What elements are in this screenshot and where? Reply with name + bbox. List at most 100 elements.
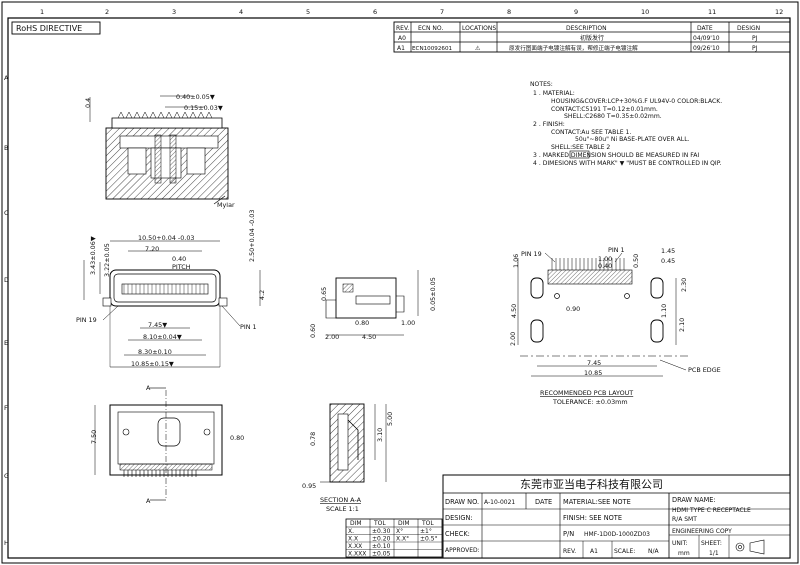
pitch-label: PITCH bbox=[172, 263, 191, 271]
index-7: 7 bbox=[440, 8, 444, 16]
dim-2.50: 2.50+0.04 -0.03 bbox=[248, 210, 256, 262]
marked-dimension-symbol bbox=[569, 150, 590, 159]
tol-r4-c2: ±0.05 bbox=[372, 551, 391, 558]
rev-row-a1-date: 09/26'10 bbox=[693, 45, 720, 52]
pcb-dim-7.45: 7.45 bbox=[587, 359, 601, 367]
pcb-tolerance: TOLERANCE: ±0.03mm bbox=[552, 398, 628, 406]
pcb-dim-0.50: 0.50 bbox=[632, 254, 640, 268]
pcb-dim-0.45: 0.45 bbox=[661, 257, 675, 265]
sheet-value: 1/1 bbox=[709, 550, 719, 557]
index-2: 2 bbox=[105, 8, 109, 16]
tol-r4-c1: X.XXX bbox=[348, 551, 366, 558]
dim-10.50: 10.50+0.04 -0.03 bbox=[138, 234, 194, 242]
rev-value: A1 bbox=[590, 548, 598, 555]
note-line-4: SHELL:C2680 T=0.35±0.02mm. bbox=[564, 113, 662, 120]
unit-value: mm bbox=[678, 550, 690, 557]
note-line-5: 2 . FINISH: bbox=[533, 121, 565, 128]
dim-0.95: 0.95 bbox=[302, 482, 316, 490]
approved-label: APPROVED: bbox=[445, 547, 480, 554]
pcb-edge-label: PCB EDGE bbox=[688, 366, 721, 374]
index-4: 4 bbox=[239, 8, 243, 16]
side-index-c: C bbox=[4, 209, 9, 217]
tol-r1-c4: ±1° bbox=[420, 528, 432, 535]
index-3: 3 bbox=[172, 8, 176, 16]
rohs-box bbox=[11, 21, 101, 35]
dim-0.78: 0.78 bbox=[309, 432, 317, 446]
section-marker-top: A bbox=[146, 384, 151, 392]
dim-0.65: 0.65 bbox=[320, 287, 328, 301]
dim-1.00: 1.00 bbox=[401, 319, 415, 327]
tol-r2-c3: X.X° bbox=[396, 536, 409, 543]
section-marker-bottom: A bbox=[146, 497, 151, 505]
note-line-8: SHELL:SEE TABLE 2 bbox=[551, 144, 610, 151]
draw-name-label: DRAW NAME: bbox=[672, 496, 716, 504]
note-line-3: CONTACT:C5191 T=0.12±0.01mm. bbox=[551, 106, 658, 113]
pcb-dim-1.06: 1.06 bbox=[512, 254, 520, 268]
dim-7.45: 7.45▼ bbox=[148, 321, 167, 329]
dim-3.10: 3.10 bbox=[376, 428, 384, 442]
rev-row-a1-ecn: ECN10092601 bbox=[412, 46, 453, 52]
pn-value: HMF-1D0D-1000ZD03 bbox=[584, 531, 650, 538]
dim-4.2: 4.2 bbox=[258, 290, 266, 300]
rev-row-a0-date: 04/09'10 bbox=[693, 35, 720, 42]
dim-10.85: 10.85±0.15▼ bbox=[131, 360, 174, 368]
pcb-pin19-label: PIN 19 bbox=[521, 250, 542, 258]
rev-row-a1-desc: 原发行图面端子电镀注解有误，帮修正端子电镀注解 bbox=[509, 44, 638, 52]
rev-row-a0-desc: 初版发行 bbox=[580, 34, 604, 42]
rev-header-design: DESIGN bbox=[737, 25, 760, 32]
tol-header-tol2: TOL bbox=[421, 520, 434, 527]
rev-header-ecn: ECN NO. bbox=[418, 25, 443, 32]
pcb-pin1-label: PIN 1 bbox=[608, 246, 625, 254]
dim-3.43: 3.43±0.06▼ bbox=[89, 236, 97, 275]
draw-no-value: A-10-0021 bbox=[484, 499, 515, 506]
tol-r2-c2: ±0.20 bbox=[372, 536, 391, 543]
pcb-dim-2.10: 2.10 bbox=[678, 318, 686, 332]
side-index-h: H bbox=[4, 539, 9, 547]
tol-r3-c2: ±0.10 bbox=[372, 543, 391, 550]
dim-4.50: 4.50 bbox=[362, 333, 376, 341]
dim-0.80-hole: 0.80 bbox=[230, 434, 244, 442]
scale-value: N/A bbox=[648, 548, 660, 555]
side-index-d: D bbox=[4, 276, 9, 284]
rev-header-rev: REV. bbox=[396, 25, 409, 32]
scale-label: SCALE: bbox=[614, 548, 635, 555]
projection-cone-icon bbox=[749, 539, 765, 555]
tol-r2-c1: X.X bbox=[348, 536, 358, 543]
rev-label: REV. bbox=[563, 548, 576, 555]
pn-label: P/N bbox=[563, 530, 574, 538]
top-section-view bbox=[89, 95, 229, 205]
draw-name-line2: R/A SMT bbox=[672, 516, 697, 523]
dim-0.15: 0.15±0.03▼ bbox=[184, 104, 223, 112]
front-view bbox=[83, 240, 261, 368]
index-8: 8 bbox=[507, 8, 511, 16]
dim-8.30: 8.30±0.10 bbox=[138, 348, 172, 356]
side-index-b: B bbox=[4, 144, 8, 152]
tol-r3-c1: X.XX bbox=[348, 543, 362, 550]
rev-row-a0-rev: A0 bbox=[398, 35, 406, 42]
index-5: 5 bbox=[306, 8, 310, 16]
notes-block: NOTES: 1 . MATERIAL: HOUSING&COVER:LCP+3… bbox=[530, 81, 722, 167]
dim-7.50: 7.50 bbox=[90, 430, 98, 444]
dim-0.60: 0.60 bbox=[309, 324, 317, 338]
rev-header-loc: LOCATIONS bbox=[462, 25, 496, 32]
mylar-label: Mylar bbox=[217, 201, 235, 209]
unit-label: UNIT: bbox=[672, 540, 688, 547]
rev-header-desc: DESCRIPTION bbox=[566, 25, 607, 32]
dim-2.00: 2.00 bbox=[325, 333, 339, 341]
pcb-dim-4.50: 4.50 bbox=[510, 304, 518, 318]
index-12: 12 bbox=[775, 8, 783, 16]
dim-8.10: 8.10±0.04▼ bbox=[143, 333, 182, 341]
index-1: 1 bbox=[40, 8, 44, 16]
side-index-e: E bbox=[4, 339, 8, 347]
date-label: DATE bbox=[535, 498, 552, 506]
pcb-dim-0.90: 0.90 bbox=[566, 305, 580, 313]
pcb-dim-1.10: 1.10 bbox=[660, 304, 668, 318]
note-line-6: CONTACT:Au SEE TABLE 1. bbox=[551, 129, 631, 136]
design-label: DESIGN: bbox=[445, 514, 473, 522]
tolerance-table bbox=[345, 518, 443, 558]
rev-row-a1-design: PJ bbox=[752, 45, 758, 52]
dim-0.05: 0.05±0.05 bbox=[429, 277, 437, 311]
pcb-layout-title: RECOMMENDED PCB LAYOUT bbox=[540, 389, 633, 397]
section-title: SECTION A-A bbox=[320, 496, 362, 504]
